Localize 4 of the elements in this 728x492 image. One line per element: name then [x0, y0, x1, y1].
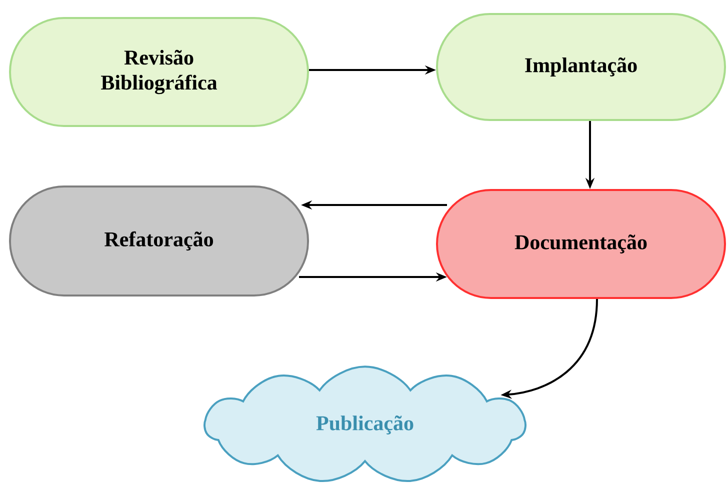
process-box: Revisão Bibliográfica: [9, 17, 309, 127]
process-box: Implantação: [436, 13, 726, 121]
process-box: Refatoração: [9, 186, 309, 296]
process-box: Documentação: [436, 189, 726, 299]
